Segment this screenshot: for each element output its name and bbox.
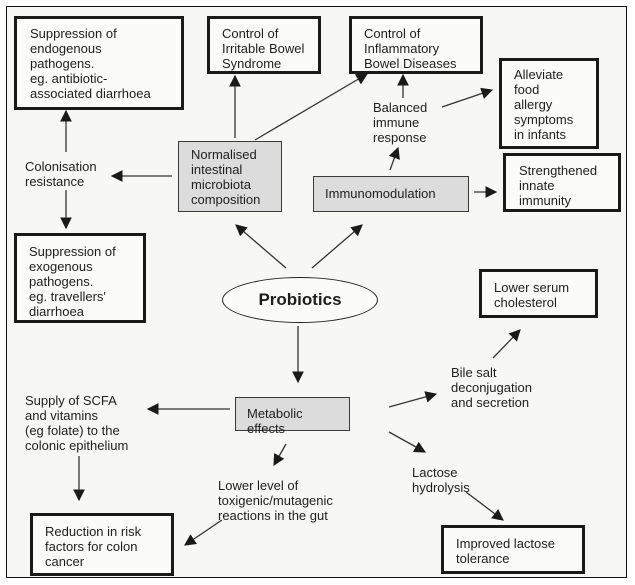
mechanism-immunomodulation: Immunomodulation (313, 176, 469, 212)
label-scfa-supply: Supply of SCFA and vitamins (eg folate) … (25, 393, 129, 453)
mechanism-microbiota-composition: Normalised intestinal microbiota composi… (178, 141, 282, 212)
outcome-inflammatory-bowel: Control of Inflammatory Bowel Diseases (349, 16, 483, 74)
outcome-innate-immunity: Strengthened innate immunity (503, 153, 621, 212)
outcome-lower-cholesterol: Lower serum cholesterol (479, 269, 598, 318)
arrow-probiotics-to-immunomodulation (311, 224, 363, 269)
label-bile-salt-deconjugation: Bile salt deconjugation and secretion (451, 365, 532, 410)
arrow-metabolic-to-lactose (388, 431, 427, 453)
label-colonisation-resistance: Colonisation resistance (25, 159, 97, 189)
probiotics-label: Probiotics (258, 290, 342, 309)
arrow-metabolic-to-toxigenic (273, 443, 287, 467)
outcome-irritable-bowel: Control of Irritable Bowel Syndrome (207, 16, 321, 74)
mechanism-metabolic-effects: Metabolic effects (235, 397, 350, 436)
outcome-endogenous-pathogens: Suppression of endogenous pathogens. eg.… (14, 16, 184, 110)
arrow-microbiota-to-ibd (254, 73, 369, 141)
arrow-bile-salt-to-cholesterol (492, 329, 521, 359)
label-lactose-hydrolysis: Lactose hydrolysis (412, 465, 470, 495)
outcome-colon-cancer-risk: Reduction in risk factors for colon canc… (30, 513, 174, 576)
arrow-balanced-to-food-allergy (441, 87, 494, 108)
outcome-exogenous-pathogens: Suppression of exogenous pathogens. eg. … (14, 233, 146, 323)
outcome-food-allergy: Alleviate food allergy symptoms in infan… (499, 58, 599, 149)
arrow-metabolic-to-bile-salt (388, 391, 438, 408)
label-balanced-immune-response: Balanced immune response (373, 100, 428, 145)
arrow-toxigenic-to-colon-cancer (184, 519, 223, 546)
outcome-lactose-tolerance: Improved lactose tolerance (441, 525, 585, 574)
label-toxigenic-reactions: Lower level of toxigenic/mutagenic react… (218, 478, 333, 523)
arrow-lactose-to-tolerance (465, 491, 504, 521)
probiotics-center-node: Probiotics (222, 277, 378, 323)
arrow-immunomodulation-to-balanced (388, 146, 400, 171)
arrow-probiotics-to-microbiota (235, 224, 287, 269)
